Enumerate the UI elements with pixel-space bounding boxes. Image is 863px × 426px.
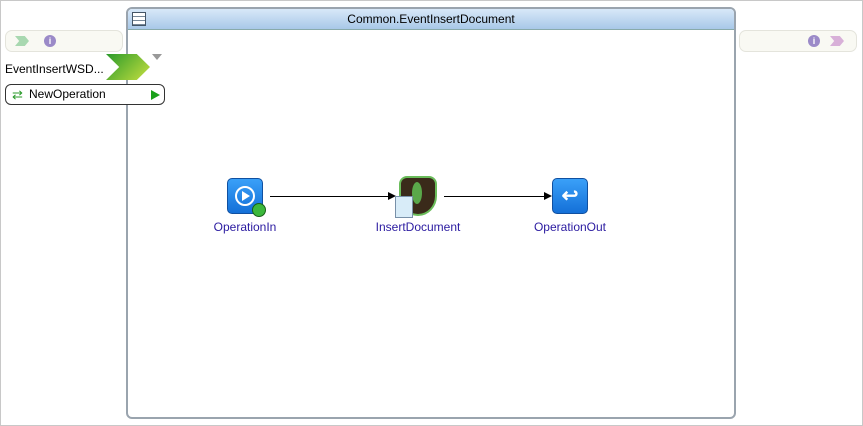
chevron-icon — [15, 36, 29, 46]
operation-label: NewOperation — [29, 87, 106, 101]
endpoint-label: EventInsertWSD... — [5, 62, 104, 76]
table-icon — [132, 12, 146, 26]
return-icon: ↩ — [552, 178, 588, 214]
arrowhead — [544, 192, 552, 200]
operation-in-icon — [227, 178, 266, 217]
node-insert-document[interactable]: InsertDocument — [370, 176, 466, 234]
pool-title: Common.EventInsertDocument — [347, 12, 515, 26]
info-icon[interactable]: i — [808, 35, 820, 47]
connector — [444, 196, 544, 197]
node-label: InsertDocument — [375, 220, 461, 234]
node-operation-in[interactable]: OperationIn — [205, 178, 285, 234]
pool-header: Common.EventInsertDocument — [128, 9, 734, 30]
dropdown-triangle-icon[interactable] — [152, 54, 162, 60]
pool-event-insert-document[interactable]: Common.EventInsertDocument — [126, 7, 736, 419]
node-label: OperationIn — [213, 220, 277, 234]
mongodb-icon — [395, 176, 437, 218]
node-operation-out[interactable]: ↩ OperationOut — [530, 178, 610, 234]
left-lane-header[interactable]: i — [5, 30, 123, 52]
sync-icon: ⇄ — [12, 87, 23, 102]
right-lane-header[interactable]: i — [739, 30, 857, 52]
node-label: OperationOut — [533, 220, 607, 234]
operation-item[interactable]: ⇄ NewOperation — [5, 84, 165, 105]
document-icon — [395, 196, 413, 218]
info-icon[interactable]: i — [44, 35, 56, 47]
chevron-icon — [830, 36, 844, 46]
arrowhead — [388, 192, 396, 200]
connector — [270, 196, 388, 197]
play-icon[interactable] — [151, 90, 160, 100]
